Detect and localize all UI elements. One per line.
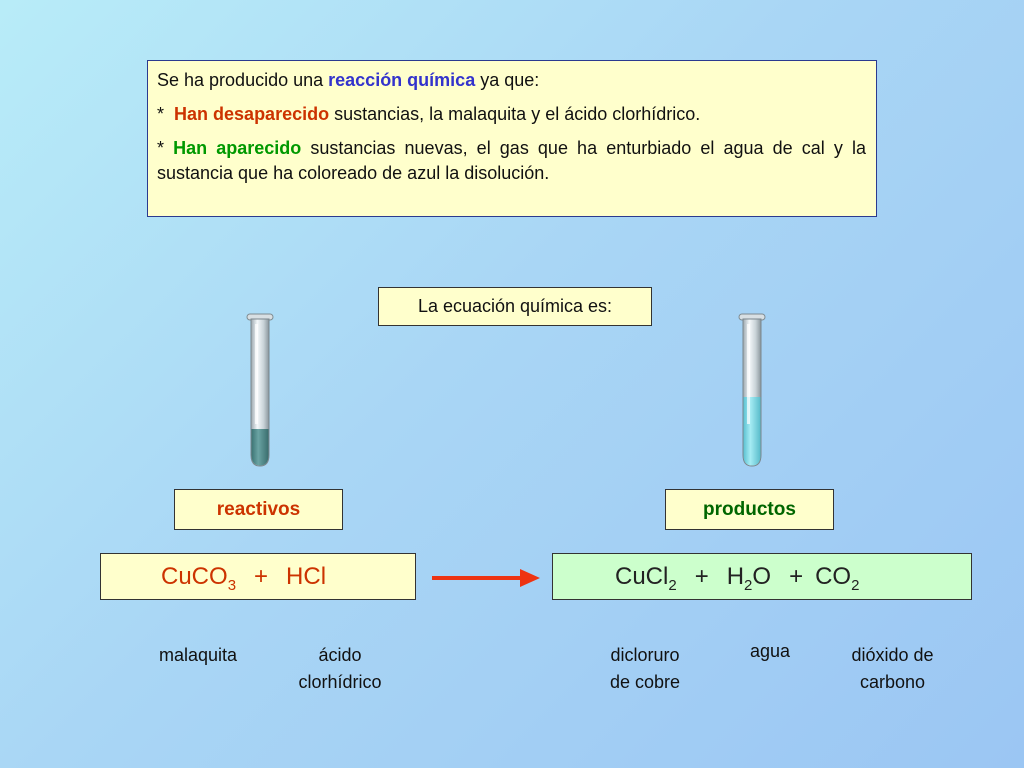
bullet: * (157, 104, 165, 124)
bullet: * (157, 138, 165, 158)
highlight-han-aparecido: Han aparecido (173, 138, 302, 158)
plus-sign: + (694, 563, 709, 590)
info-text: sustancias nuevas, el gas que ha enturbi… (157, 138, 866, 183)
products-equation: CuCl2 + H2O + CO2 (552, 553, 972, 600)
test-tube-reactants-icon (246, 313, 274, 467)
plus-sign: + (254, 563, 269, 590)
formula-cucl2: CuCl2 (615, 563, 677, 594)
info-line-3: * Han aparecido sustancias nuevas, el ga… (157, 136, 866, 186)
plus-sign: + (789, 563, 804, 590)
reactivos-label: reactivos (174, 489, 343, 530)
equation-label: La ecuación química es: (378, 287, 652, 326)
formula-cuco3: CuCO3 (161, 563, 237, 594)
info-text: Se ha producido una (157, 70, 329, 90)
info-line-2: * Han desaparecido sustancias, la malaqu… (157, 102, 866, 127)
reactants-equation: CuCO3 + HCl (100, 553, 416, 600)
highlight-han-desaparecido: Han desaparecido (174, 104, 330, 124)
reaction-arrow-icon (432, 569, 540, 587)
productos-label: productos (665, 489, 834, 530)
info-text: sustancias, la malaquita y el ácido clor… (329, 104, 701, 124)
test-tube-products-icon (738, 313, 766, 467)
info-box: Se ha producido una reacción química ya … (147, 60, 877, 217)
formula-hcl: HCl (286, 563, 327, 590)
info-line-1: Se ha producido una reacción química ya … (157, 68, 866, 93)
formula-co2: CO2 (815, 563, 860, 594)
info-text: ya que: (475, 70, 540, 90)
highlight-reaccion-quimica: reacción química (328, 70, 476, 90)
formula-h2o: H2O (726, 563, 772, 594)
name-malaquita: malaquita (158, 645, 238, 665)
name-agua: agua (749, 641, 791, 661)
